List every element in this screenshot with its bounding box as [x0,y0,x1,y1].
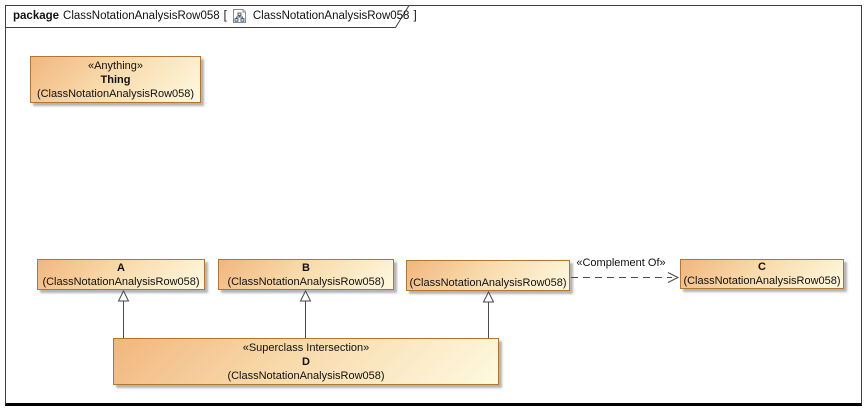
diagram-frame [5,5,862,406]
class-qualifier: (ClassNotationAnalysisRow058) [36,87,195,100]
class-stereotype: «Anything» [87,59,144,72]
frame-open-bracket: [ [223,10,227,22]
class-name: A [117,261,125,274]
frame-close-bracket: ] [413,10,417,22]
class-box-d[interactable]: «Superclass Intersection» D (ClassNotati… [113,338,499,385]
frame-package-name: ClassNotationAnalysisRow058 [63,10,220,22]
class-box-a[interactable]: A (ClassNotationAnalysisRow058) [37,259,205,290]
class-qualifier: (ClassNotationAnalysisRow058) [409,276,567,289]
frame-kind-label: package [13,10,60,22]
class-qualifier: (ClassNotationAnalysisRow058) [683,275,841,287]
class-name: D [302,355,310,368]
class-box-b[interactable]: B (ClassNotationAnalysisRow058) [218,259,394,290]
class-box-thing[interactable]: «Anything» Thing (ClassNotationAnalysisR… [30,56,201,103]
frame-diagram-name: ClassNotationAnalysisRow058 [252,10,410,22]
class-box-unnamed[interactable]: (ClassNotationAnalysisRow058) [406,260,570,291]
package-tab-shape [5,5,410,28]
class-name: Thing [100,73,131,86]
class-qualifier: (ClassNotationAnalysisRow058) [227,275,385,288]
package-header-tab[interactable]: package ClassNotationAnalysisRow058 [ Cl… [13,8,417,24]
class-box-c[interactable]: C (ClassNotationAnalysisRow058) [680,259,844,289]
class-name: B [302,261,310,274]
class-qualifier: (ClassNotationAnalysisRow058) [42,275,200,288]
class-diagram-icon [232,8,248,24]
class-qualifier: (ClassNotationAnalysisRow058) [227,369,385,382]
class-name: C [758,261,766,273]
class-stereotype: «Superclass Intersection» [242,341,370,354]
complement-of-label: «Complement Of» [576,257,666,269]
